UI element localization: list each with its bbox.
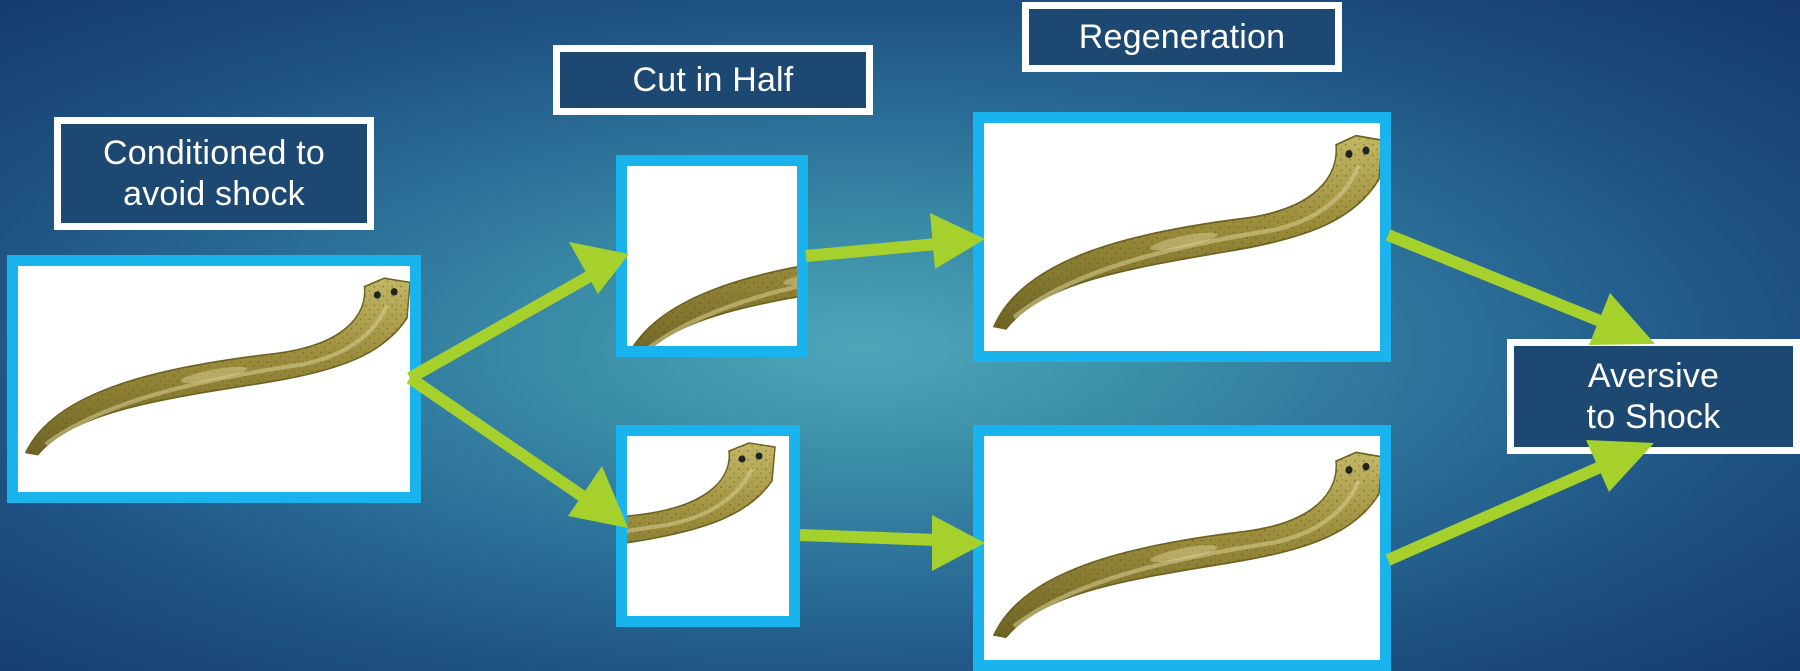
arrow-bottom-to-aversive (1388, 440, 1654, 560)
cut-tail-half-image (616, 155, 808, 357)
planarian-tail-half-illustration (627, 175, 797, 346)
planarian-regenerated-illustration (994, 452, 1380, 637)
arrow-top-to-aversive (1388, 235, 1655, 345)
cut-head-half-image (616, 425, 800, 627)
cut-in-half-label: Cut in Half (553, 45, 873, 115)
conditioned-label: Conditioned to avoid shock (54, 117, 374, 230)
arrow-original-to-tail (410, 242, 629, 378)
regeneration-label: Regeneration (1022, 2, 1342, 72)
planarian-head-half-illustration (627, 443, 775, 611)
arrow-tail-to-regenerated (806, 213, 985, 269)
original-worm-image (7, 255, 421, 503)
regenerated-bottom-image (973, 425, 1391, 671)
regenerated-top-image (973, 112, 1391, 362)
aversive-label: Aversive to Shock (1507, 339, 1800, 454)
arrow-head-to-regenerated (800, 515, 985, 571)
planarian-worm-illustration (26, 278, 410, 454)
planarian-regenerated-illustration (994, 136, 1380, 329)
arrow-original-to-head (410, 378, 628, 528)
